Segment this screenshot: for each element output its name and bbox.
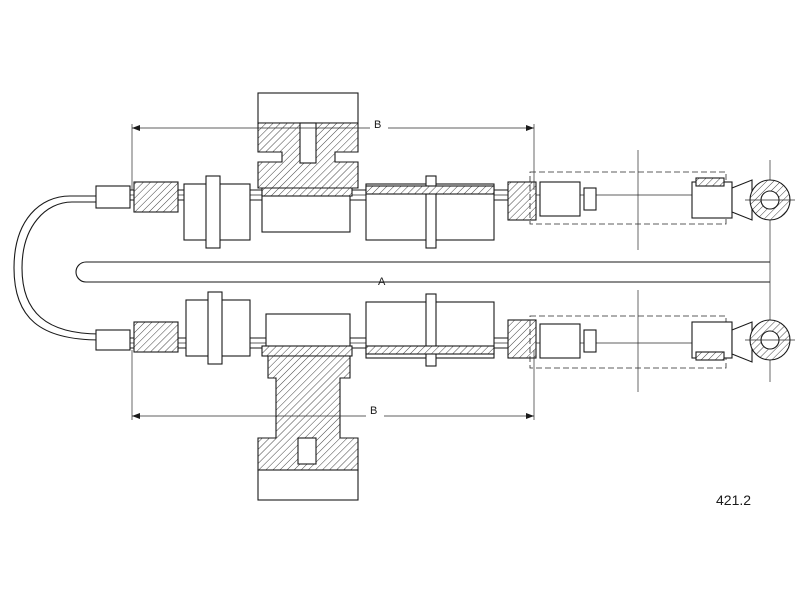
bottom-cable-assembly (95, 290, 795, 392)
dimension-b-bottom: B (131, 350, 535, 420)
cable-loop (13, 195, 101, 341)
dimension-b-top-label: B (374, 119, 381, 131)
top-cable-assembly (95, 150, 795, 250)
top-bracket (257, 92, 359, 189)
part-number: 421.2 (716, 492, 752, 508)
dimension-b-top: B (131, 118, 535, 190)
dimension-b-bottom-label: B (370, 405, 377, 417)
bottom-bracket (257, 355, 359, 501)
dimension-a-label: A (378, 276, 386, 288)
